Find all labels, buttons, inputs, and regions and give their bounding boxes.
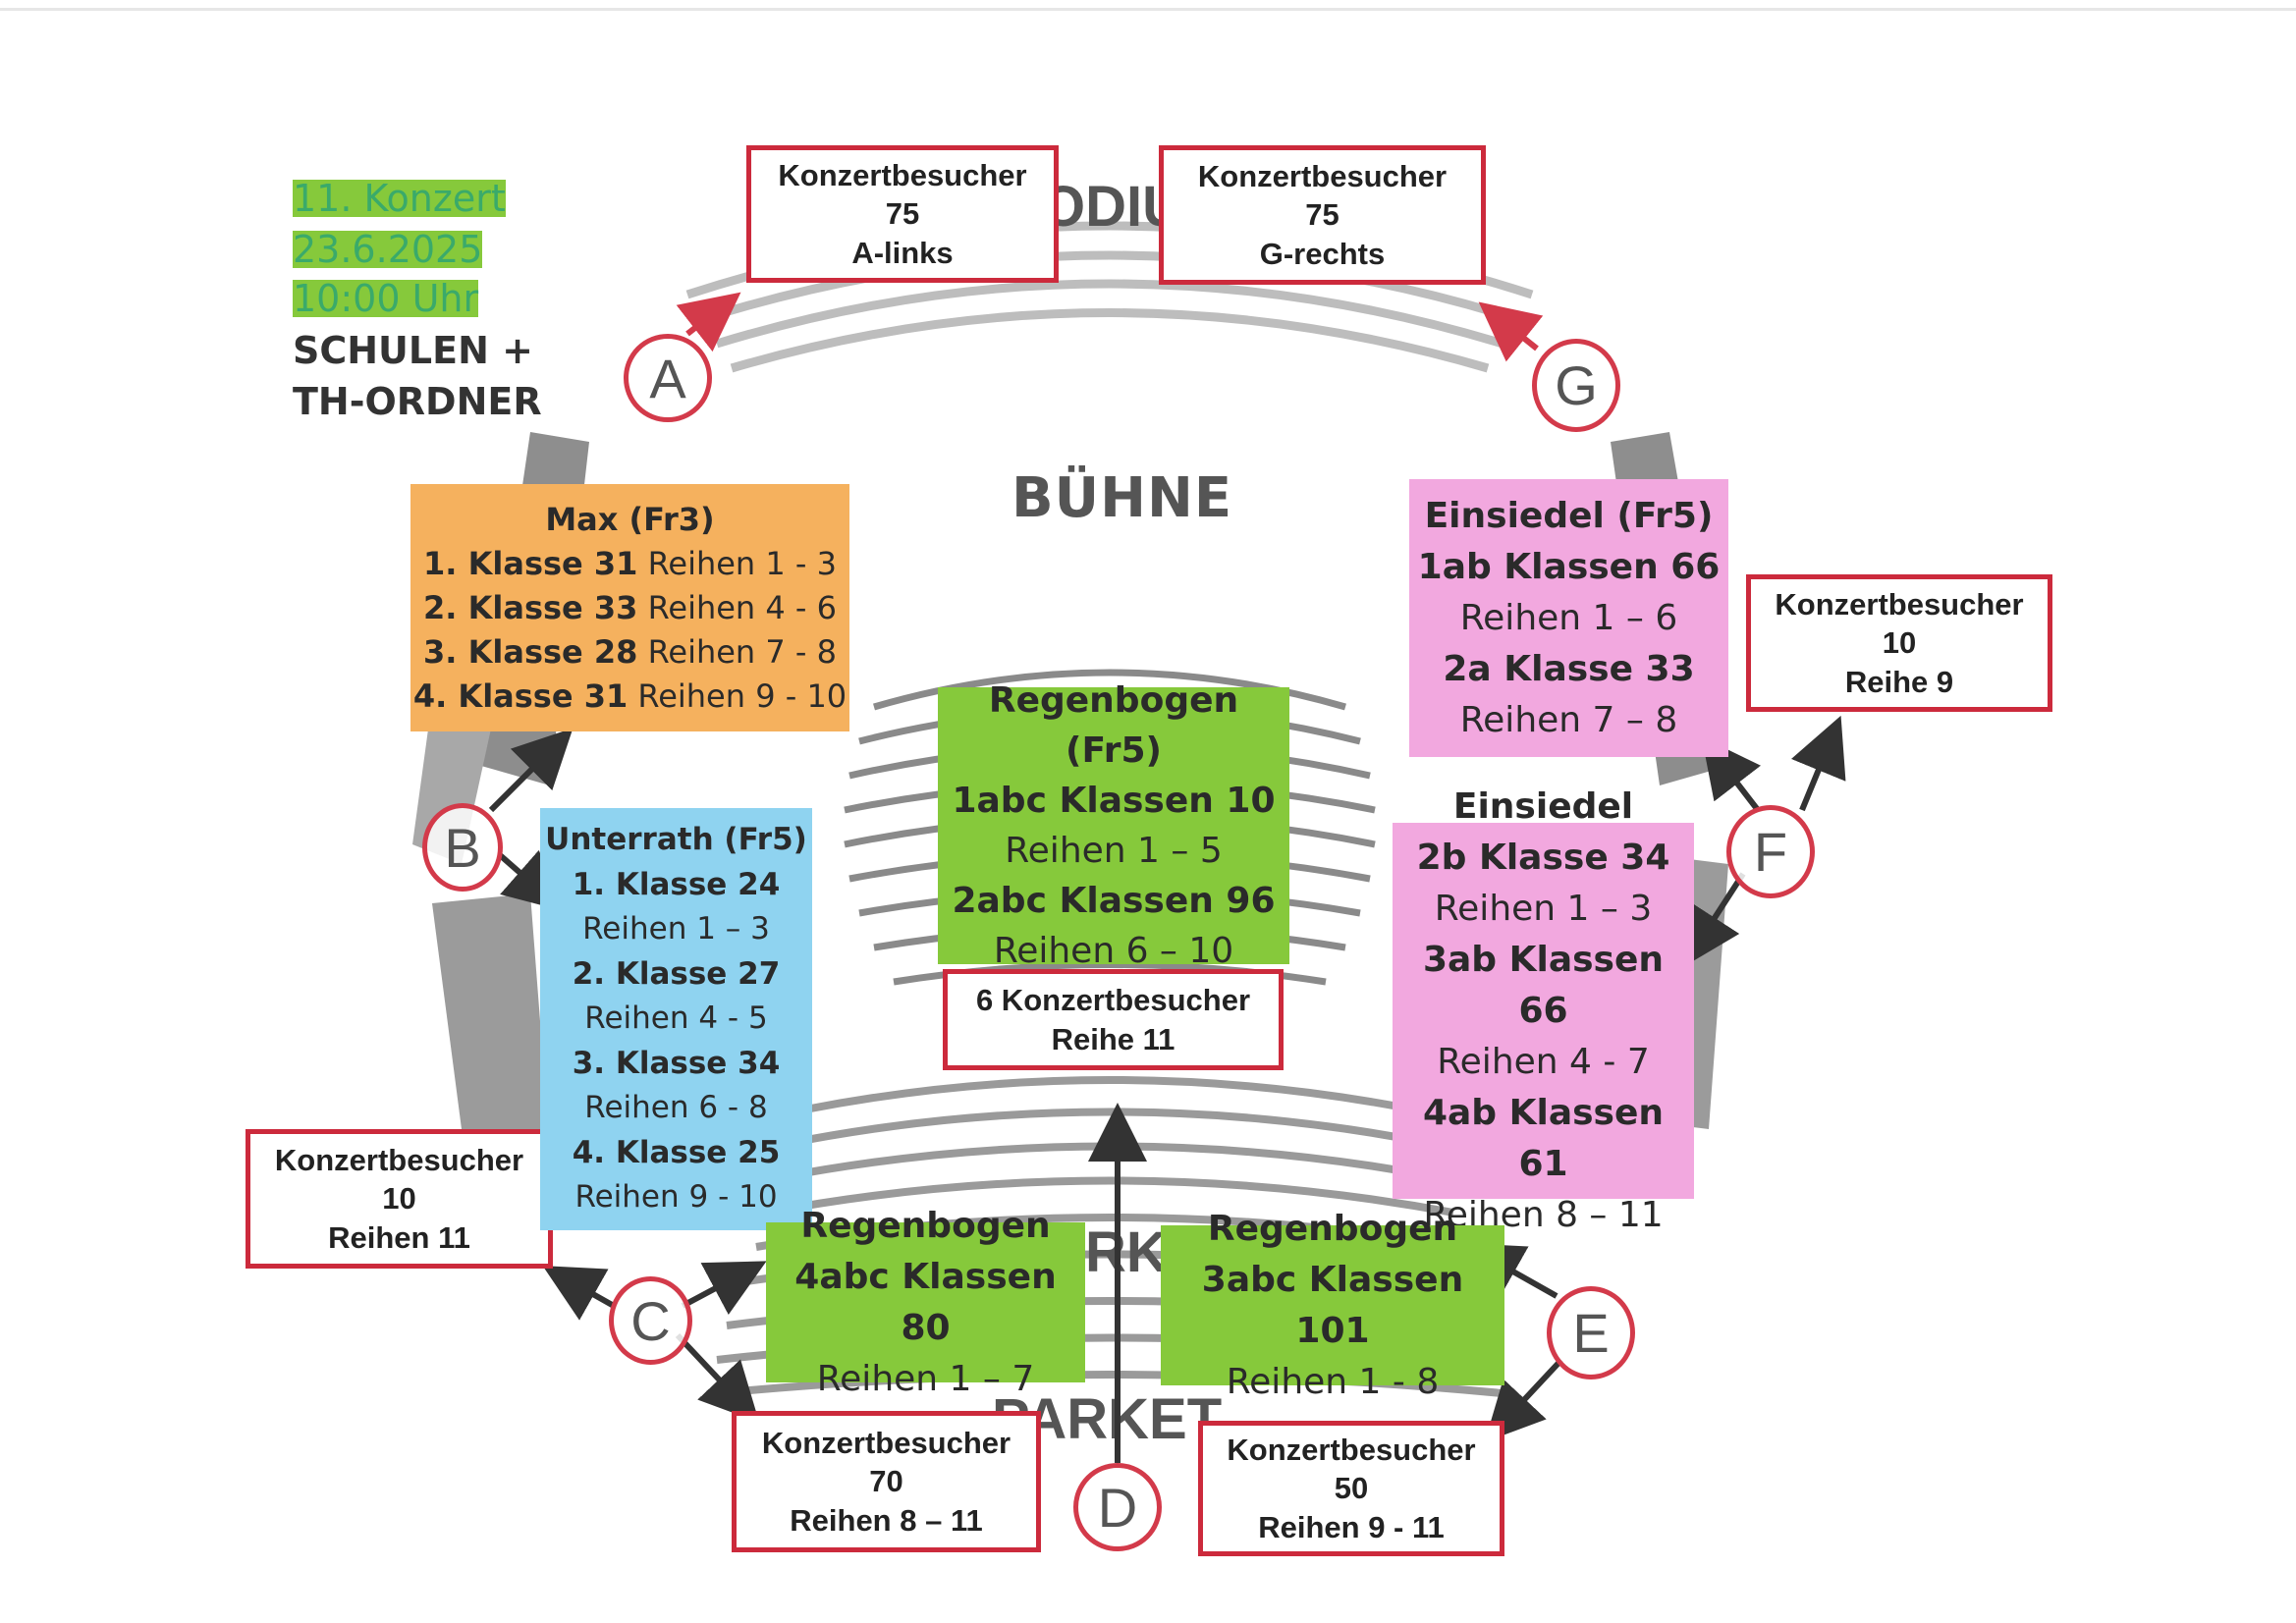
school-line: 2. Klasse 27 (572, 955, 781, 992)
arrow-c-upright (681, 1261, 767, 1316)
visitor-box-title: Konzertbesucher (274, 1142, 524, 1177)
school-line: 3abc Klassen 101 (1201, 1259, 1464, 1351)
marker-e: E (1547, 1286, 1635, 1380)
school-box-regenbogen-center: Regenbogen (Fr5) 1abc Klassen 10 Reihen … (938, 680, 1289, 971)
marker-d: D (1073, 1463, 1162, 1551)
school-line: 4ab Klassen 61 (1422, 1092, 1665, 1184)
school-line: 3. Klasse 34 (572, 1045, 781, 1081)
school-line: Reihen 1 – 3 (582, 911, 770, 947)
visitor-box-c: Konzertbesucher 70 Reihen 8 – 11 (732, 1411, 1041, 1552)
school-box-max: Max (Fr3) 1. Klasse 31 Reihen 1 - 3 2. K… (410, 484, 849, 731)
visitor-box-rows: Reihe 9 (1844, 664, 1954, 699)
school-line: 4abc Klassen 80 (794, 1256, 1057, 1348)
school-box-regenbogen-c: Regenbogen 4abc Klassen 80 Reihen 1 – 7 (766, 1206, 1085, 1399)
concert-number: 11. Konzert (293, 177, 506, 220)
visitor-box-rows: Reihen 9 - 11 (1258, 1509, 1445, 1544)
school-line: 1abc Klassen 10 (952, 781, 1276, 821)
visitor-box-count: 75 (1305, 197, 1339, 233)
visitor-box-count: 70 (869, 1464, 903, 1499)
school-line: Reihen 4 - 7 (1437, 1041, 1650, 1082)
visitor-box-f: Konzertbesucher 10 Reihe 9 (1746, 574, 2052, 712)
school-title: Max (Fr3) (545, 500, 715, 538)
marker-a: A (624, 334, 712, 422)
school-title: Regenbogen (Fr5) (988, 680, 1239, 771)
visitor-box-rows: G-rechts (1259, 236, 1386, 271)
school-line: 1. Klasse 31 Reihen 1 - 3 (423, 544, 837, 582)
school-line: Reihen 4 - 5 (584, 1001, 768, 1037)
marker-f: F (1726, 805, 1815, 898)
school-line: Reihen 1 - 8 (1226, 1361, 1440, 1402)
visitor-box-rows: Reihen 8 – 11 (790, 1502, 983, 1538)
marker-g: G (1532, 339, 1620, 432)
school-title: Einsiedel (Fr5) (1424, 495, 1714, 536)
arrow-g (1478, 301, 1544, 362)
visitor-box-title: 6 Konzertbesucher (975, 983, 1251, 1018)
visitor-box-title: Konzertbesucher (1197, 158, 1448, 193)
visitor-box-count: 75 (885, 196, 920, 232)
arrow-f-right (1790, 715, 1846, 812)
school-box-einsiedel-top: Einsiedel (Fr5) 1ab Klassen 66 Reihen 1 … (1409, 479, 1728, 757)
visitor-box-count: 10 (382, 1181, 416, 1217)
school-box-einsiedel-bottom: Einsiedel 2b Klasse 34 Reihen 1 – 3 3ab … (1393, 786, 1694, 1235)
visitor-box-rows: Reihe 11 (1051, 1021, 1175, 1056)
school-line: 3ab Klassen 66 (1422, 939, 1665, 1031)
school-line: Reihen 6 - 8 (584, 1090, 768, 1126)
visitor-box-rows: Reihen 11 (328, 1219, 470, 1255)
visitor-box-title: Konzertbesucher (1227, 1432, 1476, 1467)
visitor-box-title: Konzertbesucher (1775, 586, 2024, 622)
stage-label: BÜHNE (1011, 466, 1233, 530)
visitor-box-title: Konzertbesucher (761, 1425, 1011, 1460)
school-line: 3. Klasse 28 Reihen 7 - 8 (423, 632, 837, 671)
marker-c: C (609, 1276, 692, 1365)
school-line: Reihen 1 – 5 (1005, 831, 1223, 871)
concert-date: 23.6.2025 (293, 228, 483, 271)
arrow-b-up (488, 728, 574, 813)
school-line: 1. Klasse 24 (572, 866, 781, 902)
visitor-box-count: 10 (1882, 625, 1917, 661)
school-line: Reihen 1 – 3 (1434, 888, 1653, 929)
school-line: 2b Klasse 34 (1416, 837, 1670, 878)
arrow-a (676, 292, 741, 352)
school-line: 4. Klasse 25 (572, 1134, 781, 1170)
school-line: Reihen 1 – 6 (1459, 597, 1678, 638)
school-line: 2. Klasse 33 Reihen 4 - 6 (423, 588, 837, 626)
school-line: 4. Klasse 31 Reihen 9 - 10 (412, 676, 847, 715)
arrow-f-down (1682, 872, 1746, 968)
arrow-c-down (675, 1332, 760, 1423)
school-line: Reihen 1 – 7 (816, 1358, 1035, 1399)
school-box-regenbogen-e: Regenbogen 3abc Klassen 101 Reihen 1 - 8 (1161, 1209, 1504, 1402)
audience-line-2: TH-ORDNER (293, 380, 542, 423)
concert-time: 10:00 Uhr (293, 277, 479, 320)
visitor-box-center: 6 Konzertbesucher Reihe 11 (943, 969, 1284, 1070)
marker-b: B (422, 803, 503, 892)
school-line: Reihen 7 – 8 (1459, 699, 1678, 740)
school-line: Reihen 6 – 10 (993, 931, 1234, 971)
school-title: Einsiedel (1452, 785, 1634, 827)
visitor-box-left: Konzertbesucher 10 Reihen 11 (246, 1129, 553, 1269)
visitor-box-e: Konzertbesucher 50 Reihen 9 - 11 (1198, 1421, 1504, 1556)
visitor-box-count: 50 (1334, 1471, 1369, 1506)
top-rule (0, 8, 2296, 11)
school-line: 2abc Klassen 96 (952, 881, 1276, 921)
school-box-unterrath: Unterrath (Fr5) 1. Klasse 24 Reihen 1 – … (540, 808, 812, 1230)
arrow-c-left (542, 1266, 616, 1321)
audience-line-1: SCHULEN + (293, 329, 533, 372)
bg-fragment-bottom-mid: RK (1085, 1220, 1168, 1284)
school-line: 1ab Klassen 66 (1417, 546, 1721, 587)
school-title: Regenbogen (1207, 1208, 1458, 1249)
school-line: 2a Klasse 33 (1443, 648, 1695, 689)
visitor-box-title: Konzertbesucher (778, 157, 1027, 192)
school-title: Regenbogen (800, 1205, 1051, 1246)
visitor-box-rows: A-links (851, 235, 954, 270)
visitor-box-a: Konzertbesucher 75 A-links (746, 145, 1059, 283)
visitor-box-g: Konzertbesucher 75 G-rechts (1159, 145, 1486, 285)
school-line: Reihen 9 - 10 (574, 1179, 778, 1216)
school-title: Unterrath (Fr5) (545, 822, 807, 858)
